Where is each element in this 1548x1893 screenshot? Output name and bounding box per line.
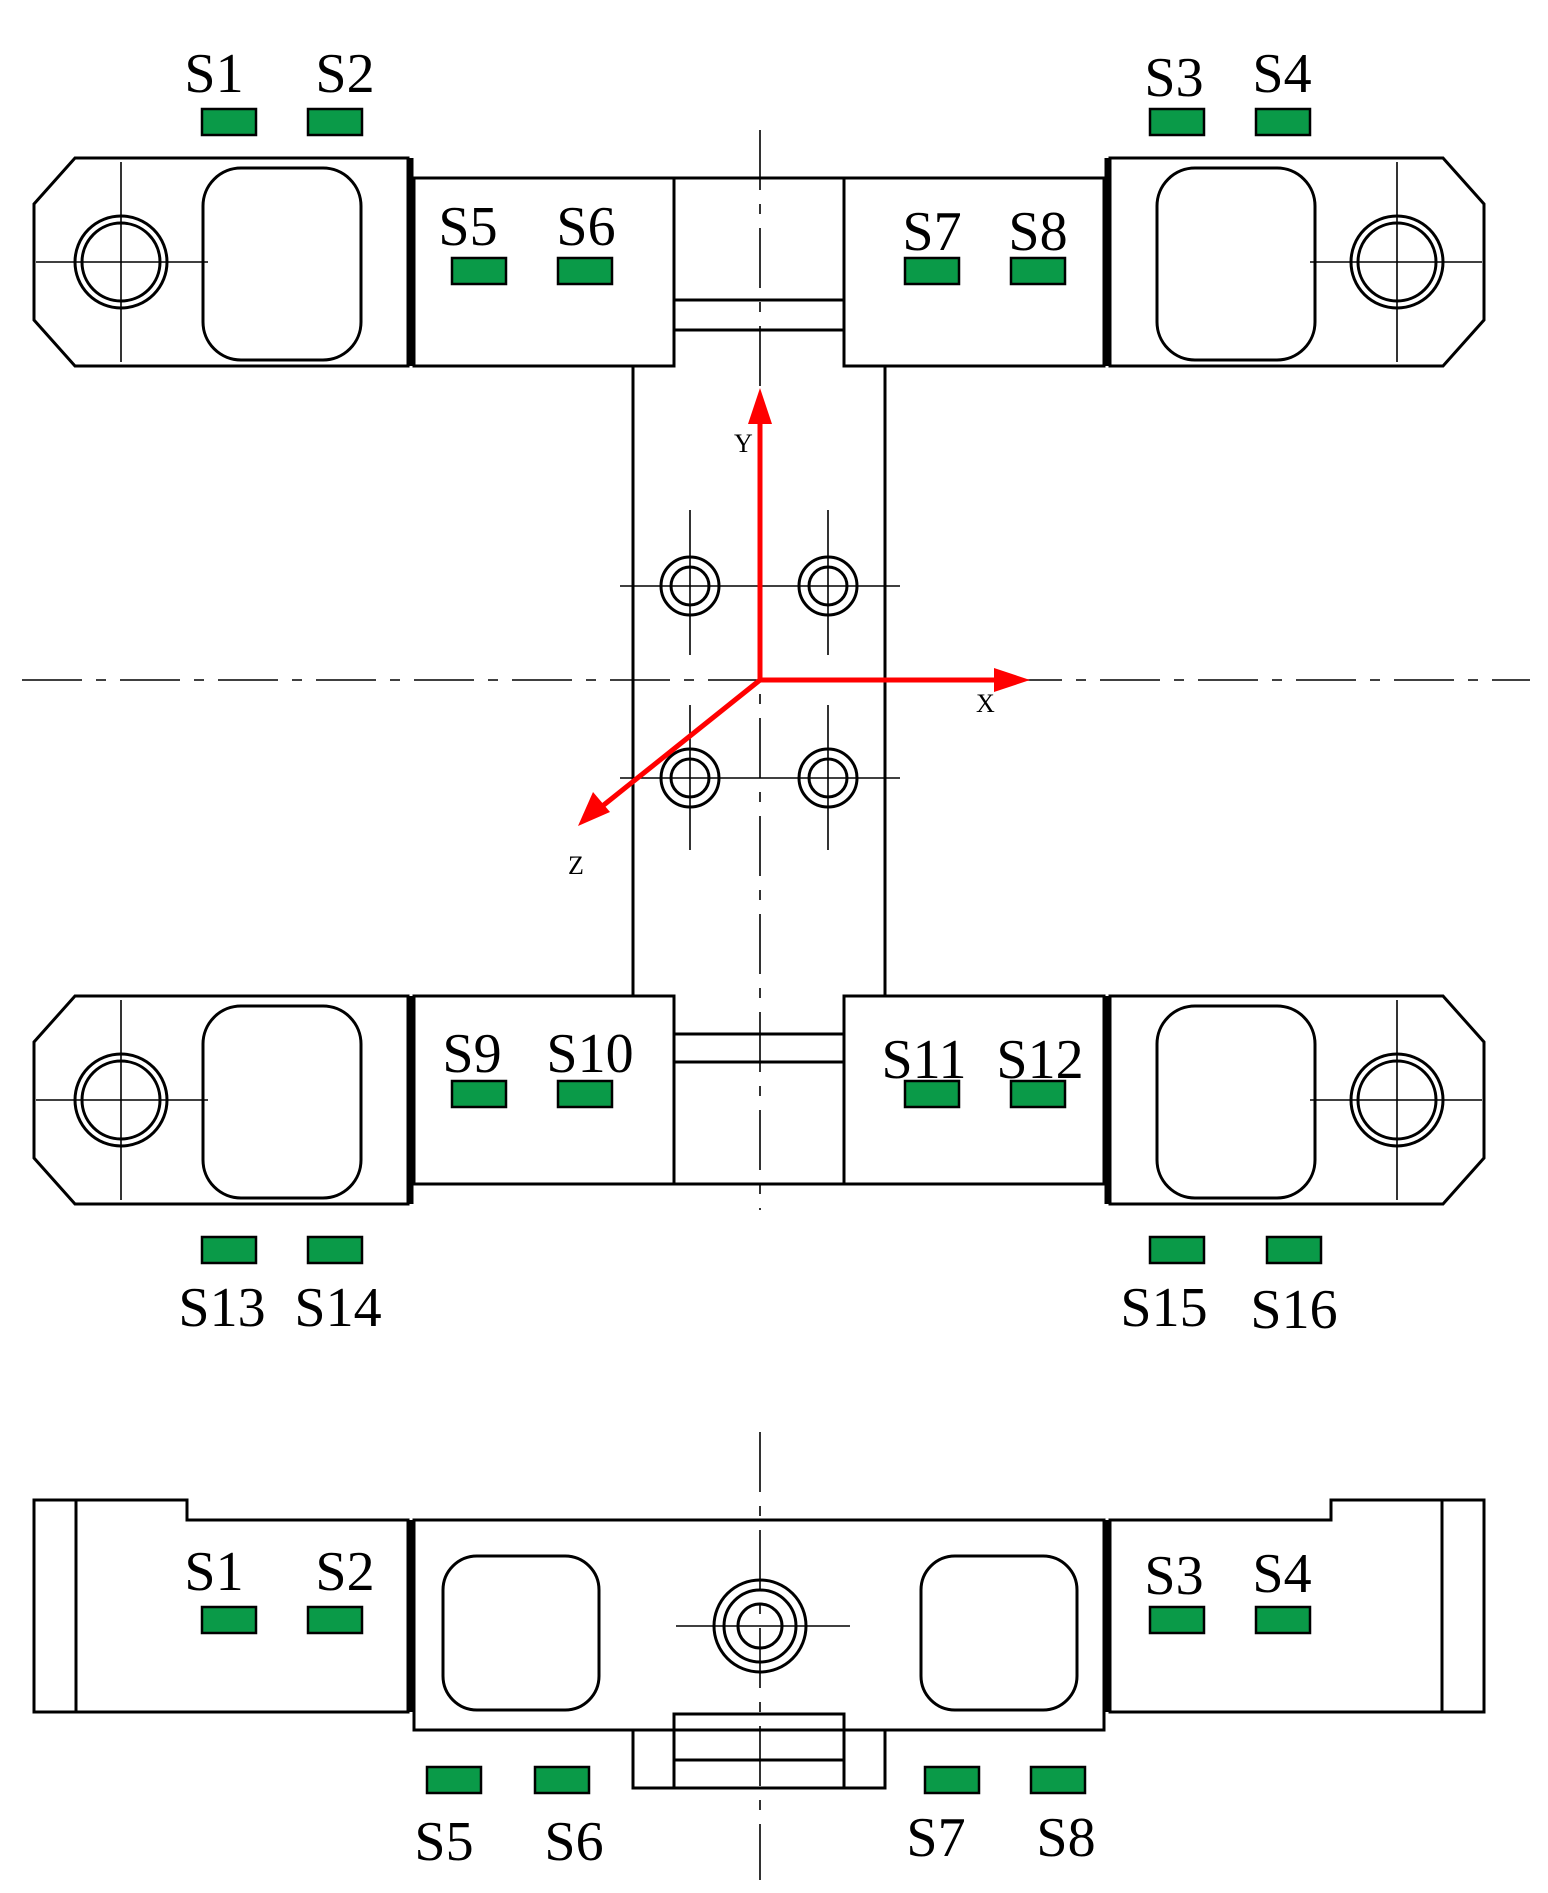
top-gauge-label-s12: S12: [996, 1029, 1083, 1091]
lower-mid-left-block: [412, 994, 676, 1186]
side-gauge-label-s4: S4: [1252, 1543, 1311, 1605]
top-gauge-label-s16: S16: [1250, 1279, 1337, 1341]
top-strain-gauge-s6: [556, 256, 614, 286]
x-axis-label: X: [976, 689, 995, 718]
top-strain-gauge-s5: [450, 256, 508, 286]
beam-mounting-holes: [620, 510, 900, 850]
upper-mid-left-block: [412, 176, 676, 368]
lower-right-end-block: [1108, 994, 1486, 1206]
top-gauge-label-s14: S14: [294, 1277, 381, 1339]
z-axis-arrowhead: [578, 792, 610, 826]
coordinate-axes: Y X Z: [568, 388, 1030, 880]
top-strain-gauge-s12: [1009, 1079, 1067, 1109]
z-axis-label: Z: [568, 851, 584, 880]
top-gauge-label-s4: S4: [1252, 43, 1311, 105]
side-strain-gauge-s3: [1148, 1605, 1206, 1635]
top-gauge-label-s9: S9: [442, 1023, 501, 1085]
top-gauge-label-s13: S13: [178, 1277, 265, 1339]
side-gauge-label-s8: S8: [1036, 1807, 1095, 1869]
top-strain-gauge-s14: [306, 1235, 364, 1265]
side-strain-gauge-s7: [923, 1765, 981, 1795]
top-strain-gauge-s2: [306, 107, 364, 137]
side-gauge-label-s7: S7: [906, 1807, 965, 1869]
side-right-end-block: [1108, 1498, 1486, 1714]
top-strain-gauge-s9: [450, 1079, 508, 1109]
top-gauge-label-s3: S3: [1144, 47, 1203, 109]
lower-mid-right-block: [842, 994, 1106, 1186]
upper-right-window: [1155, 166, 1317, 362]
top-strain-gauge-s3: [1148, 107, 1206, 137]
top-strain-gauge-s11: [903, 1079, 961, 1109]
top-strain-gauge-s10: [556, 1079, 614, 1109]
top-gauge-label-s10: S10: [546, 1023, 633, 1085]
upper-mid-right-block: [842, 176, 1106, 368]
top-gauge-label-s8: S8: [1008, 201, 1067, 263]
top-gauge-label-s7: S7: [902, 201, 961, 263]
side-right-window: [919, 1554, 1079, 1712]
x-axis-arrowhead: [994, 668, 1030, 692]
side-bottom-boss: [672, 1712, 846, 1790]
side-strain-gauge-s6: [533, 1765, 591, 1795]
side-left-window: [441, 1554, 601, 1712]
lower-arm: [32, 994, 1486, 1206]
side-left-end-block: [32, 1498, 410, 1714]
top-view: Y X Z S1S2S3S4S5S6S7S8S9S10S11S12S13S14S…: [22, 43, 1530, 1341]
top-strain-gauge-s8: [1009, 256, 1067, 286]
upper-arm: [32, 156, 1486, 368]
side-gauge-label-s3: S3: [1144, 1545, 1203, 1607]
top-strain-gauge-s7: [903, 256, 961, 286]
top-gauge-label-s2: S2: [315, 43, 374, 105]
z-axis-arrow: [598, 678, 762, 810]
side-strain-gauge-s4: [1254, 1605, 1312, 1635]
side-gauge-label-s6: S6: [544, 1811, 603, 1873]
lower-right-window: [1155, 1004, 1317, 1200]
upper-left-window: [201, 166, 363, 362]
top-strain-gauge-s4: [1254, 107, 1312, 137]
top-strain-gauge-s16: [1265, 1235, 1323, 1265]
top-gauge-label-s11: S11: [881, 1029, 966, 1091]
side-strain-gauge-s1: [200, 1605, 258, 1635]
top-strain-gauge-s15: [1148, 1235, 1206, 1265]
lower-left-end-block: [32, 994, 410, 1206]
side-strain-gauge-s2: [306, 1605, 364, 1635]
top-strain-gauge-s13: [200, 1235, 258, 1265]
side-gauge-label-s2: S2: [315, 1541, 374, 1603]
side-gauge-label-s1: S1: [184, 1541, 243, 1603]
side-center-body: [412, 1518, 1106, 1732]
side-strain-gauge-s8: [1029, 1765, 1087, 1795]
y-axis-label: Y: [734, 429, 753, 458]
upper-left-end-block: [32, 156, 410, 368]
side-strain-gauge-s5: [425, 1765, 483, 1795]
y-axis-arrowhead: [748, 388, 772, 424]
top-gauge-label-s1: S1: [184, 43, 243, 105]
top-gauge-label-s15: S15: [1120, 1277, 1207, 1339]
upper-right-end-block: [1108, 156, 1486, 368]
top-strain-gauge-s1: [200, 107, 258, 137]
top-gauge-label-s6: S6: [556, 196, 615, 258]
lower-left-window: [201, 1004, 363, 1200]
top-gauge-label-s5: S5: [438, 196, 497, 258]
side-gauge-label-s5: S5: [414, 1811, 473, 1873]
